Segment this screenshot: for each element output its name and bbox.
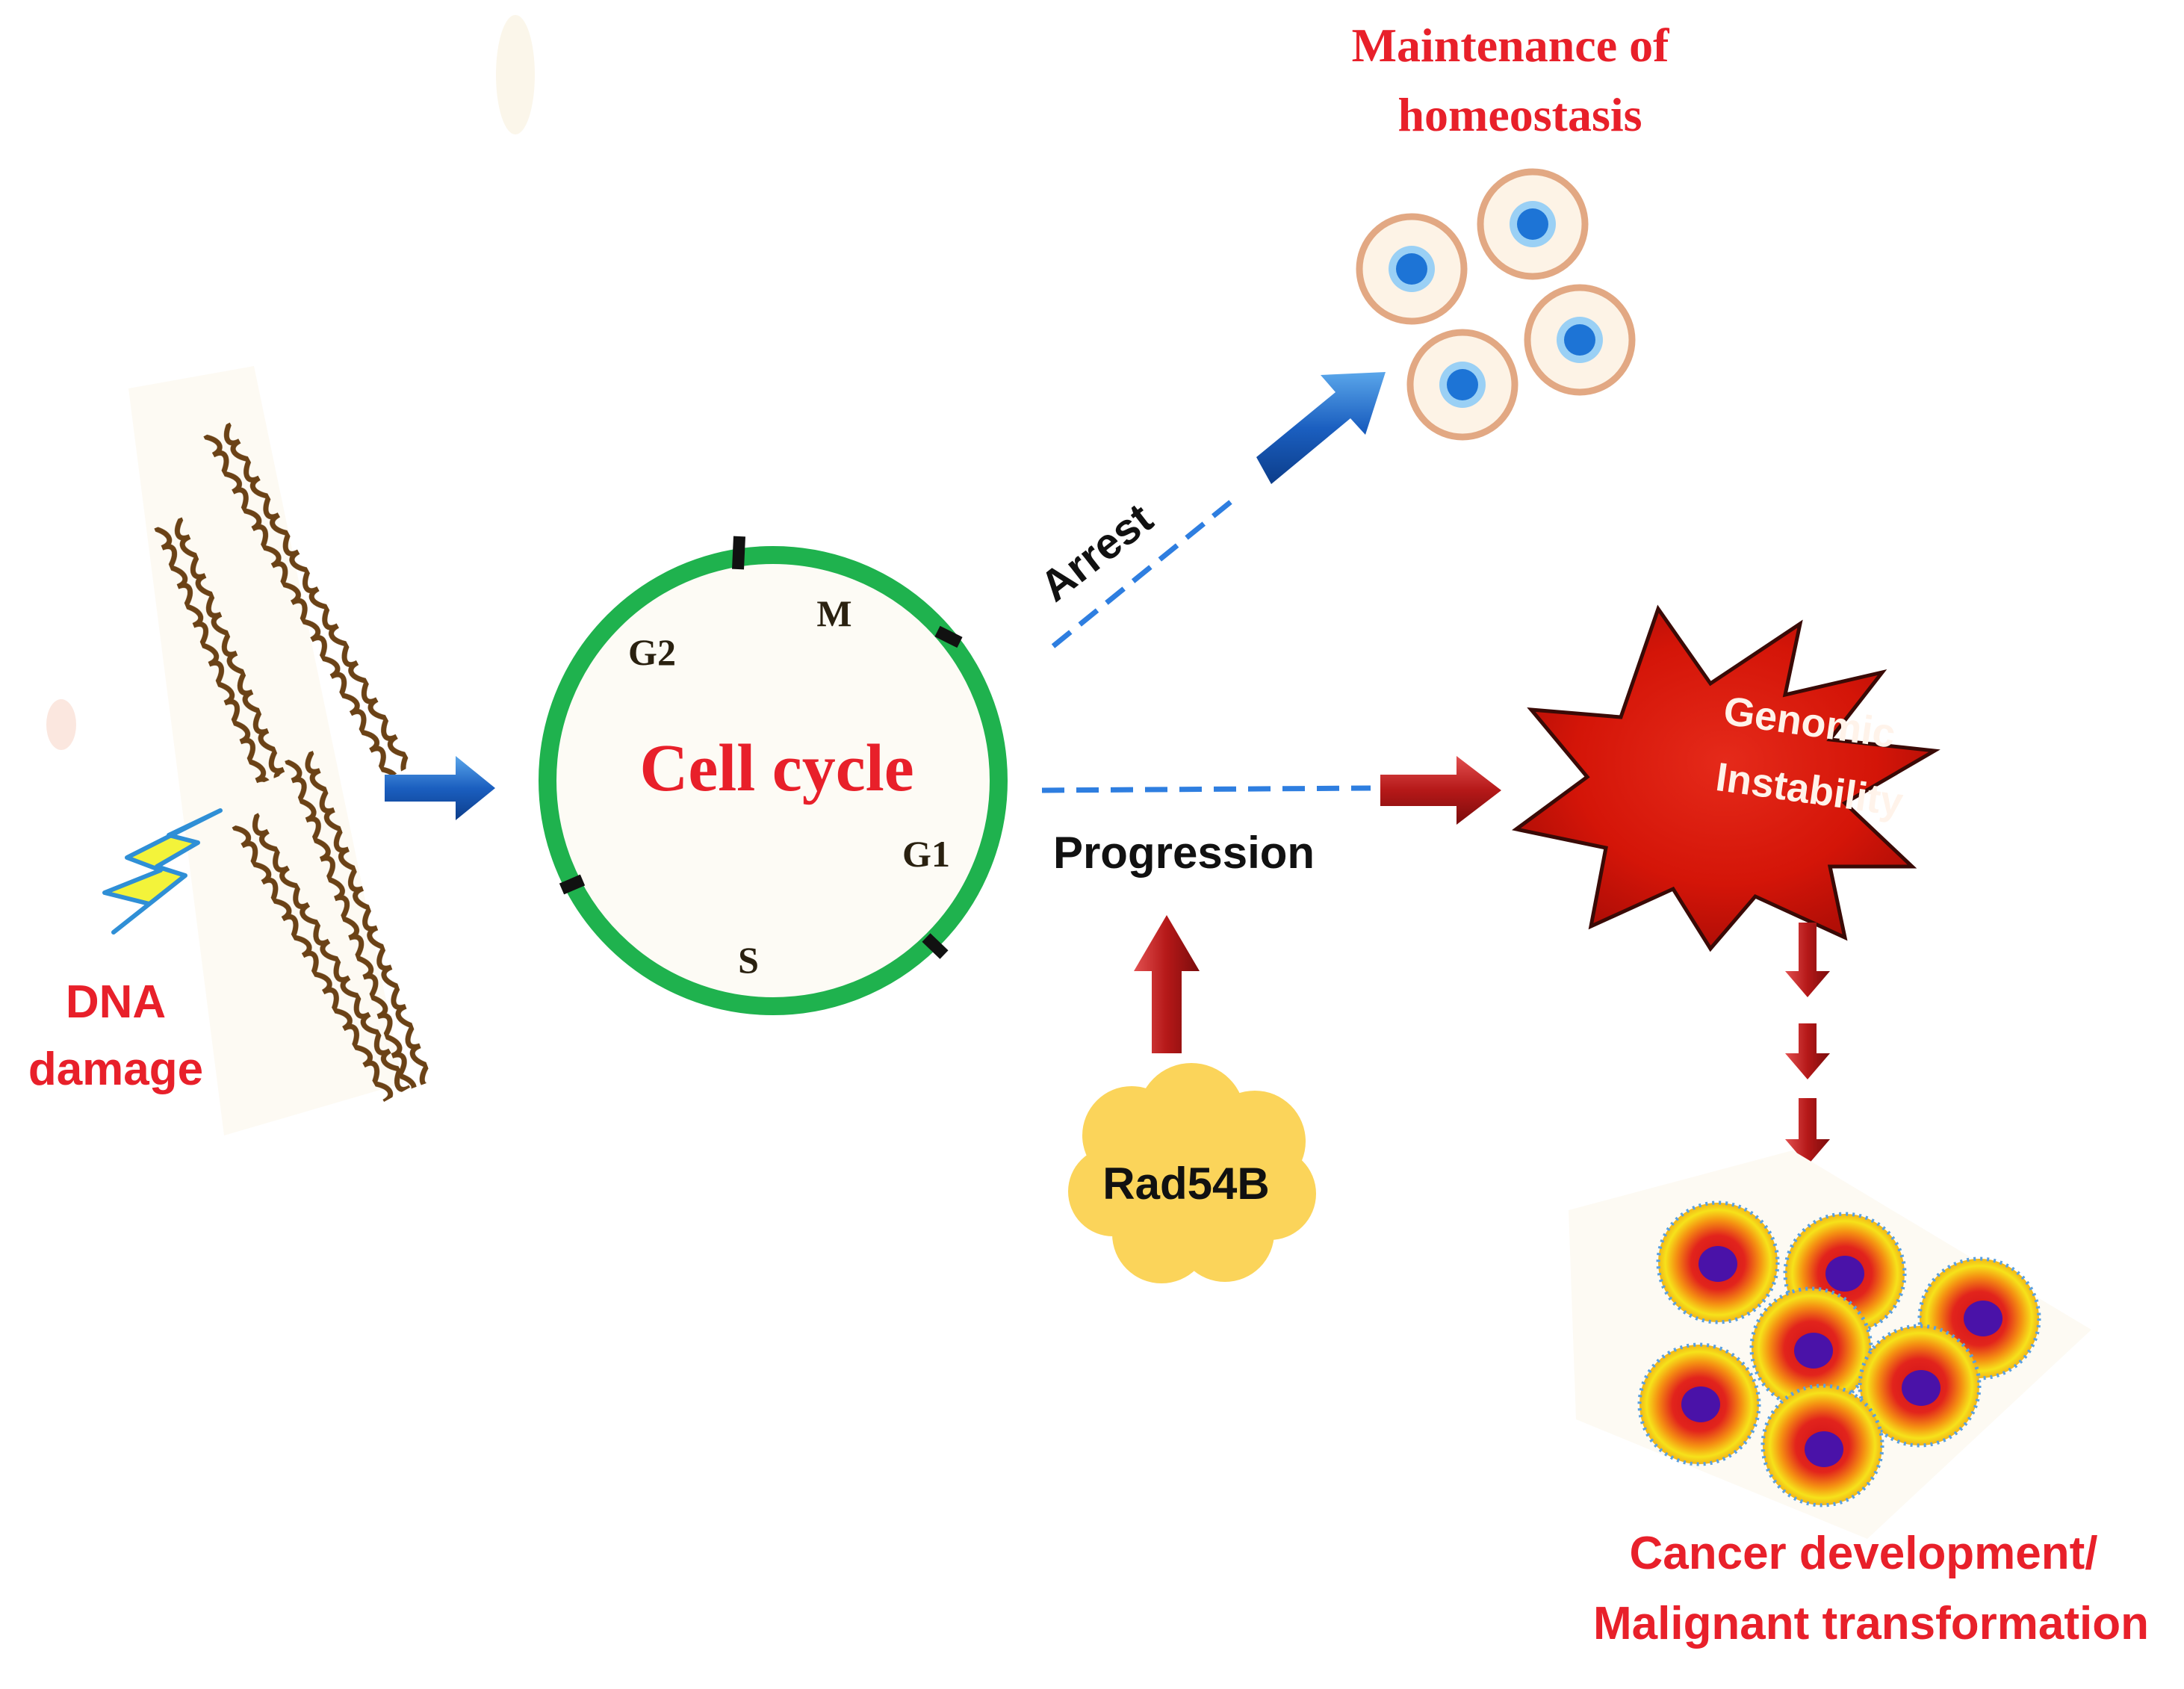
cancer-cells [1637,1200,2041,1507]
normal-cell [1477,168,1589,280]
arrow-arrest-to-homeostasis [1256,372,1386,484]
normal-cell [1356,213,1468,325]
rad54b-cloud [1068,1063,1316,1283]
arrow-rad54b-to-progression [1134,915,1200,1053]
cell-cycle-diagram: M G2 G1 S Cell cycle [539,536,1008,1015]
normal-cell [1406,329,1518,441]
cell-cycle-title: Cell cycle [639,731,913,805]
cell-cycle-ring [539,546,1008,1015]
lightning-bolt-icon [102,808,223,935]
phase-label-g1: G1 [902,833,950,875]
dna-damage-label-line2: damage [28,1044,203,1095]
rad54b-label: Rad54B [1102,1159,1269,1209]
checkpoint-marker [934,625,963,648]
cancer-cell [1760,1383,1884,1507]
cancer-cell [1637,1342,1761,1466]
cell-cycle-interior [547,555,999,1006]
cancer-cell [1858,1324,1982,1448]
arrow-down [1785,923,1830,997]
downward-arrows [1785,923,1830,1165]
dna-strands [154,422,433,1103]
checkpoint-marker [922,933,949,959]
cancer-cell [1749,1286,1873,1410]
homeostasis-label-line1: Maintenance of [1352,19,1670,72]
arrest-label: Arrest [1031,494,1162,610]
dna-damage-label-line1: DNA [66,976,166,1028]
arrow-dna-to-cell-cycle [385,756,495,820]
dna-helix [154,517,286,785]
cancer-label-line2: Malignant transformation [1593,1598,2149,1649]
phase-label-s: S [738,939,759,981]
background-smudge [46,699,76,750]
arrow-down [1785,1098,1830,1165]
checkpoint-marker [732,536,745,570]
cancer-label-line1: Cancer development/ [1629,1528,2097,1579]
progression-label: Progression [1053,828,1315,878]
dna-helix [285,751,433,1091]
phase-label-m: M [816,592,851,634]
normal-cell [1524,284,1636,396]
progression-dashed-line [1041,785,1371,793]
phase-label-g2: G2 [628,631,676,673]
normal-cells [1356,168,1636,441]
dna-helix [232,813,411,1103]
checkpoint-marker [559,874,586,895]
arrow-progression-to-instability [1380,756,1501,825]
homeostasis-label-line2: homeostasis [1397,88,1642,141]
arrow-down [1785,1023,1830,1079]
arrest-dashed-line [1051,498,1235,648]
dna-helix [203,422,412,780]
cancer-cell [1656,1200,1780,1324]
background-smudge [496,15,535,134]
genomic-instability-burst [1512,604,1941,952]
